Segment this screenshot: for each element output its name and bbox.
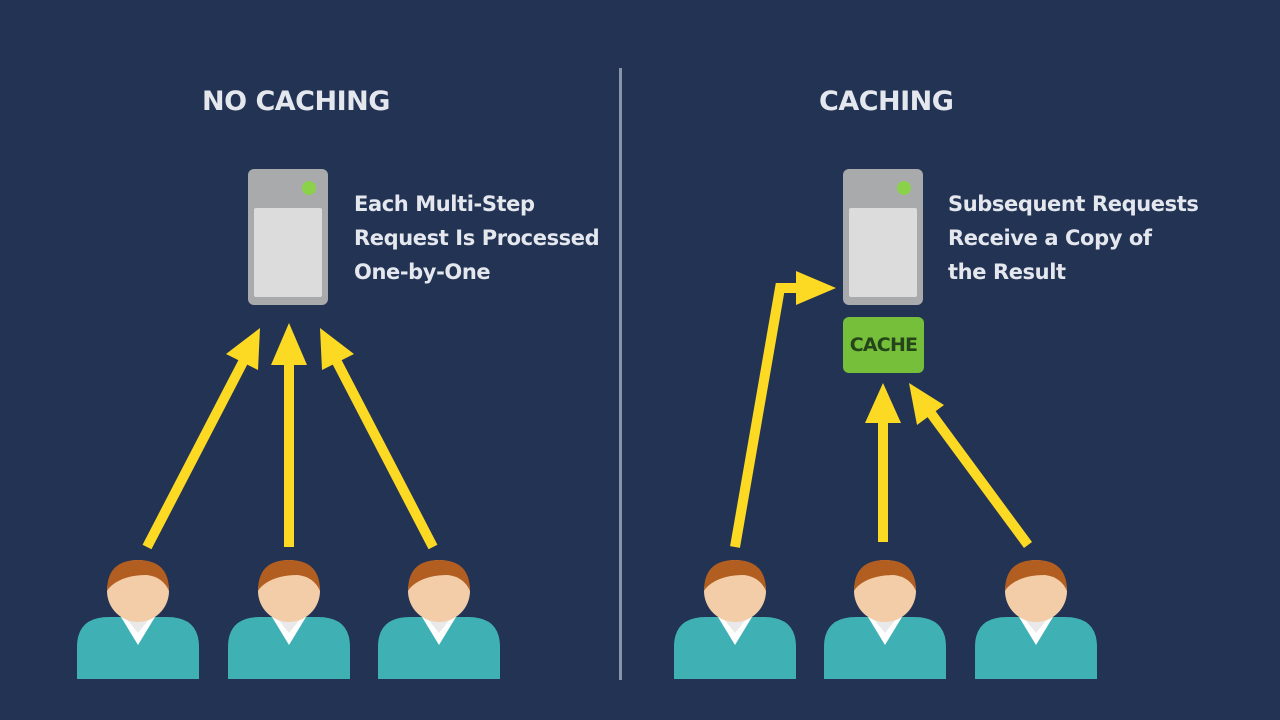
arrowhead <box>796 271 836 305</box>
caching-heading: CACHING <box>819 86 954 117</box>
cache-icon: CACHE <box>843 317 924 373</box>
no-caching-heading: NO CACHING <box>202 86 390 117</box>
user-icon <box>672 555 798 679</box>
section-divider <box>619 68 622 680</box>
server-panel <box>849 208 917 297</box>
caption-line: the Result <box>948 260 1066 284</box>
caption-line: Subsequent Requests <box>948 192 1199 216</box>
caption-line: Each Multi-Step <box>354 192 535 216</box>
caption-line: Receive a Copy of <box>948 226 1152 250</box>
server-icon <box>843 169 923 305</box>
arrowhead <box>226 328 260 370</box>
server-led <box>302 181 316 195</box>
arrow-icon <box>730 283 800 548</box>
arrow-icon <box>332 359 438 550</box>
arrowhead <box>909 383 944 425</box>
arrowhead <box>320 328 354 370</box>
server-icon <box>248 169 328 305</box>
server-led <box>897 181 911 195</box>
user-icon <box>973 555 1099 679</box>
arrowhead <box>271 323 307 365</box>
user-icon <box>822 555 948 679</box>
user-icon <box>376 555 502 679</box>
no-caching-caption: Each Multi-Step Request Is Processed One… <box>354 187 600 289</box>
cache-label: CACHE <box>849 334 918 356</box>
arrow-icon <box>925 409 1033 548</box>
caching-caption: Subsequent Requests Receive a Copy of th… <box>948 187 1199 289</box>
caption-line: One-by-One <box>354 260 491 284</box>
caption-line: Request Is Processed <box>354 226 600 250</box>
user-icon <box>226 555 352 679</box>
arrow-icon <box>142 359 248 550</box>
server-panel <box>254 208 322 297</box>
user-icon <box>75 555 201 679</box>
arrowhead <box>865 383 901 423</box>
